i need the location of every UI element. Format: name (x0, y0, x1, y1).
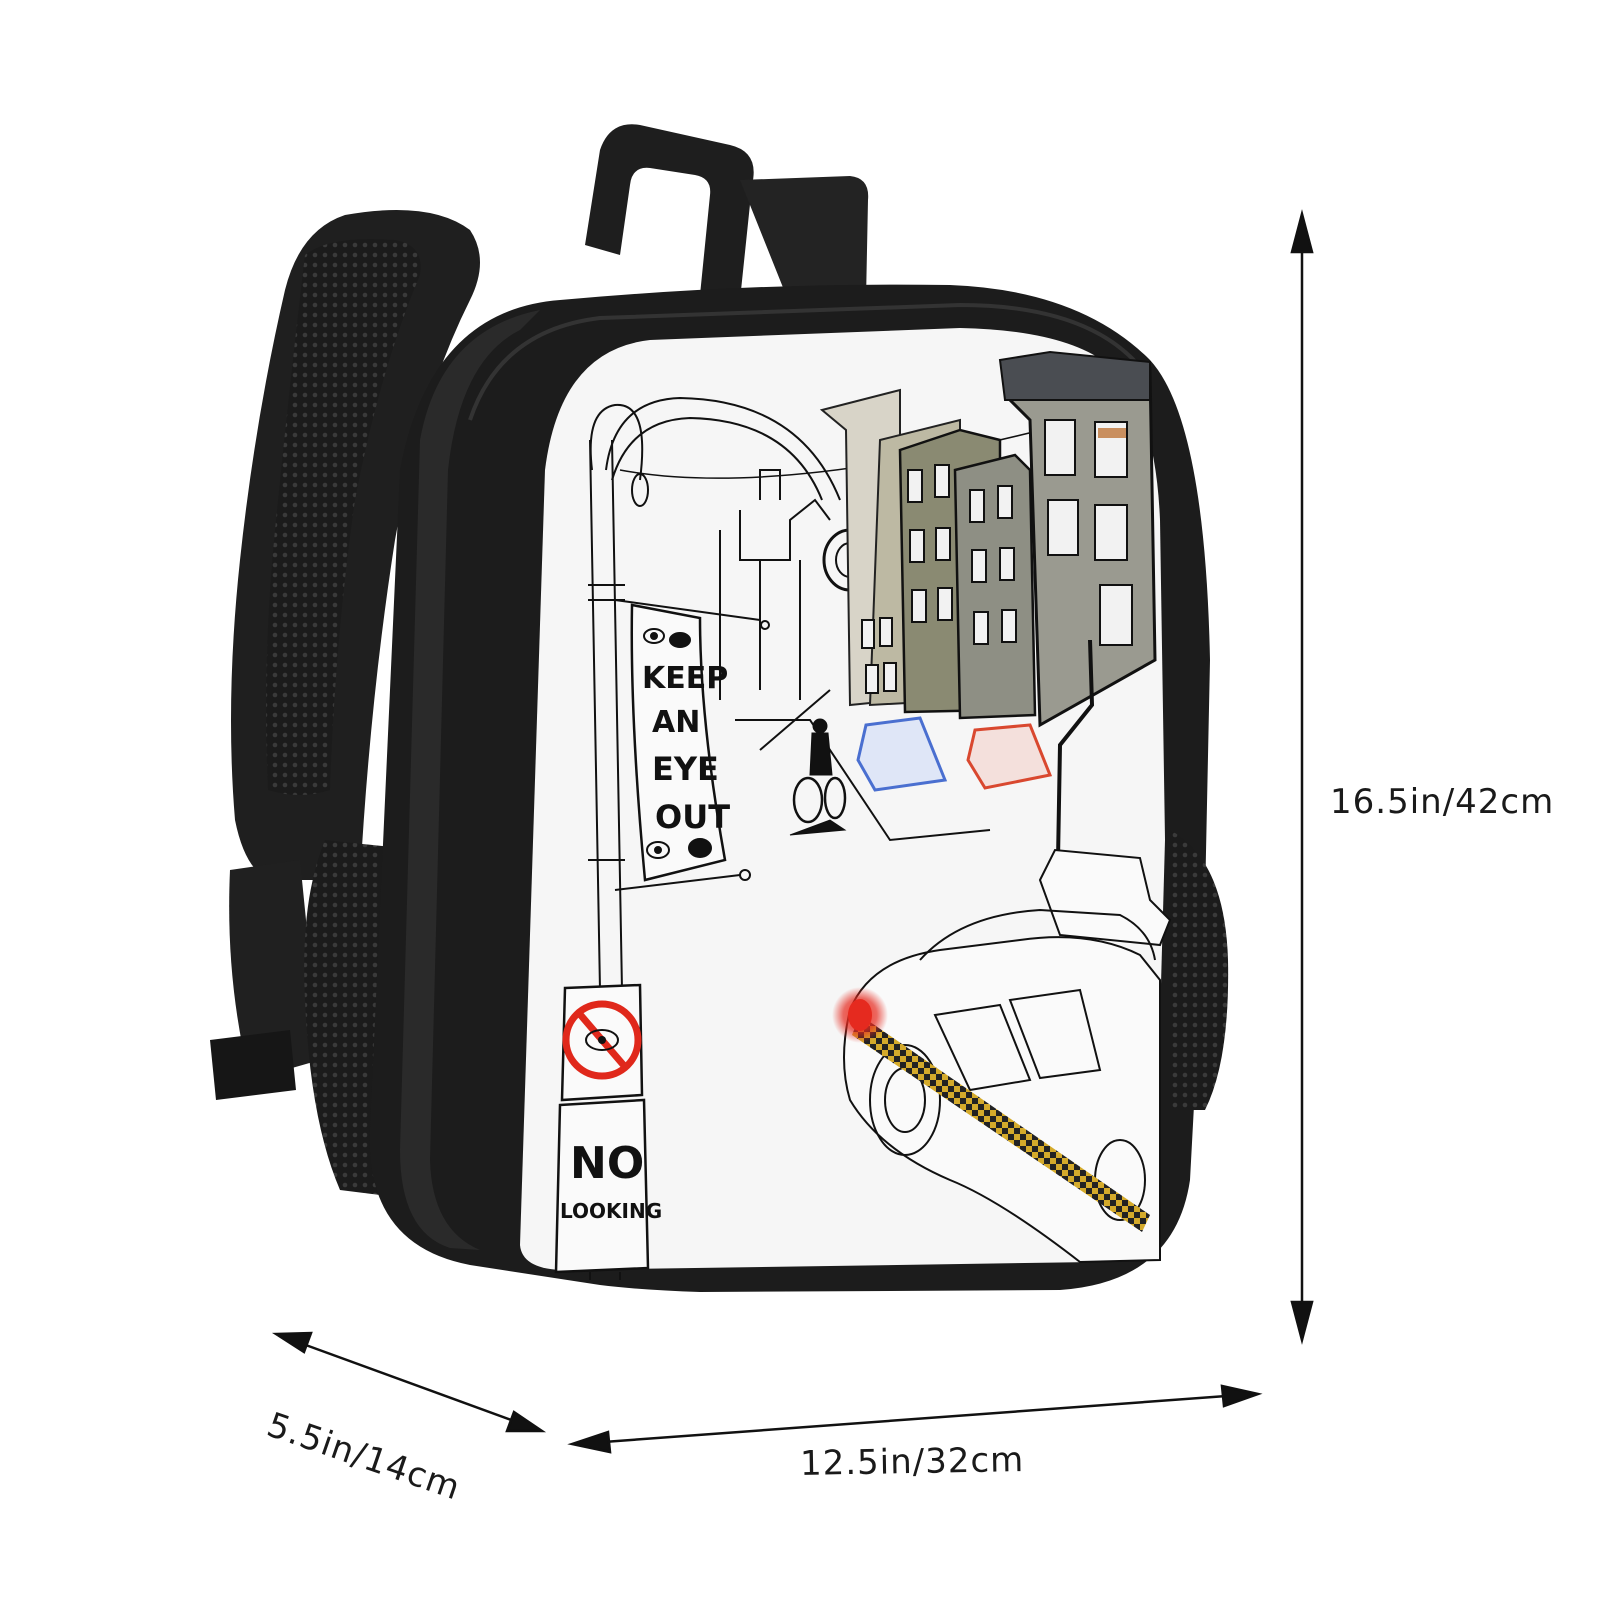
sign-small-text: LOOKING (560, 1199, 662, 1223)
banner-line-3: EYE (652, 750, 719, 788)
taxi-roof-sign (1038, 848, 1172, 947)
depth-arrow-left (271, 1331, 313, 1354)
awning-red (966, 723, 1053, 790)
townhouses (789, 350, 1157, 861)
cyclist (789, 718, 847, 836)
building-dark-cornice (998, 350, 1151, 401)
banner-sheet (630, 603, 727, 882)
building-grey (953, 453, 1037, 720)
banner-line-1: KEEP (642, 661, 728, 696)
width-arrow-right (1220, 1384, 1263, 1408)
banner-line-4: OUT (655, 798, 730, 836)
depth-arrow-right (505, 1410, 547, 1433)
sign-big-text: NO (570, 1138, 644, 1189)
height-arrow-bottom (1290, 1300, 1314, 1345)
width-dimension-label: 12.5in/32cm (799, 1440, 1025, 1484)
width-arrow-line (589, 1393, 1241, 1445)
eye-icon (643, 628, 712, 859)
side-mesh-pocket-right (1170, 830, 1229, 1110)
awning-blue (856, 716, 948, 792)
taxi-checker-stripe (852, 1015, 1150, 1232)
right-strap-top (740, 176, 869, 305)
height-dimension-label: 16.5in/42cm (1330, 782, 1555, 822)
strap-webbing (229, 860, 320, 1080)
depth-arrow-line (291, 1338, 526, 1427)
banner: KEEP AN EYE OUT (630, 603, 730, 882)
building-sketch (719, 469, 831, 751)
lamp-arm-right-2 (611, 416, 823, 501)
zipper (468, 302, 1152, 421)
sign-lower-plate (554, 1098, 650, 1274)
width-arrow-left (567, 1430, 612, 1454)
side-gusset (400, 310, 540, 1250)
top-handle (585, 124, 754, 301)
height-arrow-top (1290, 209, 1314, 254)
lamp-arm-right (605, 396, 841, 501)
dimension-arrows (271, 209, 1314, 1454)
strap-mesh-padding (266, 239, 421, 795)
taxi (843, 848, 1172, 1264)
eye-icon (585, 1029, 619, 1051)
taxi-wheel (869, 1044, 941, 1156)
prohibition-icon (562, 1000, 642, 1080)
lamp-arm-left (589, 403, 644, 481)
strap-buckle (210, 1030, 296, 1100)
no-looking-sign: NO LOOKING (554, 983, 662, 1280)
banner-line-2: AN (652, 705, 700, 740)
